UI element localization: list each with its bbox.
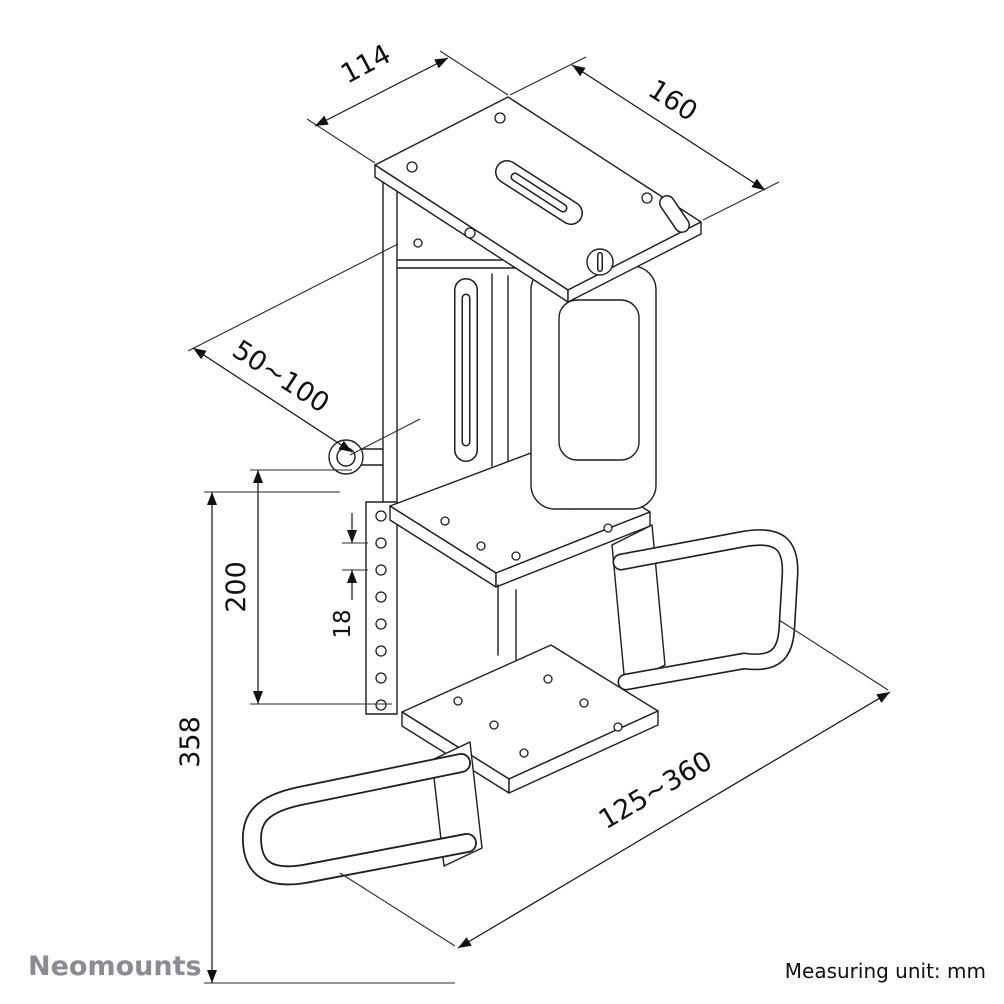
dimension-358: 358 xyxy=(175,491,455,984)
dim-label-125-360: 125~360 xyxy=(594,745,718,836)
lock-knob xyxy=(586,248,614,276)
dim-label-114: 114 xyxy=(336,39,396,91)
dimension-18: 18 xyxy=(330,513,368,639)
clamp-handle-bracket xyxy=(530,265,657,510)
dim-label-160: 160 xyxy=(643,74,703,128)
rear-holder-arm xyxy=(611,524,799,691)
dim-label-50-100: 50~100 xyxy=(227,334,335,419)
brand-logo: Neomounts xyxy=(28,951,202,982)
measuring-unit-note: Measuring unit: mm xyxy=(785,959,986,983)
top-mounting-plate xyxy=(374,96,702,303)
perforated-rail xyxy=(365,501,398,715)
dim-label-200: 200 xyxy=(221,561,252,613)
front-holder-arm xyxy=(241,741,483,886)
dim-label-358: 358 xyxy=(175,716,206,768)
dim-label-18: 18 xyxy=(330,609,356,638)
plate-flange xyxy=(659,195,690,233)
adjustment-knob xyxy=(328,439,384,475)
dimension-125-360: 125~360 xyxy=(339,619,891,949)
telescoping-rails xyxy=(497,584,517,661)
dimension-200: 200 xyxy=(221,469,392,705)
plate-slot xyxy=(495,160,583,225)
